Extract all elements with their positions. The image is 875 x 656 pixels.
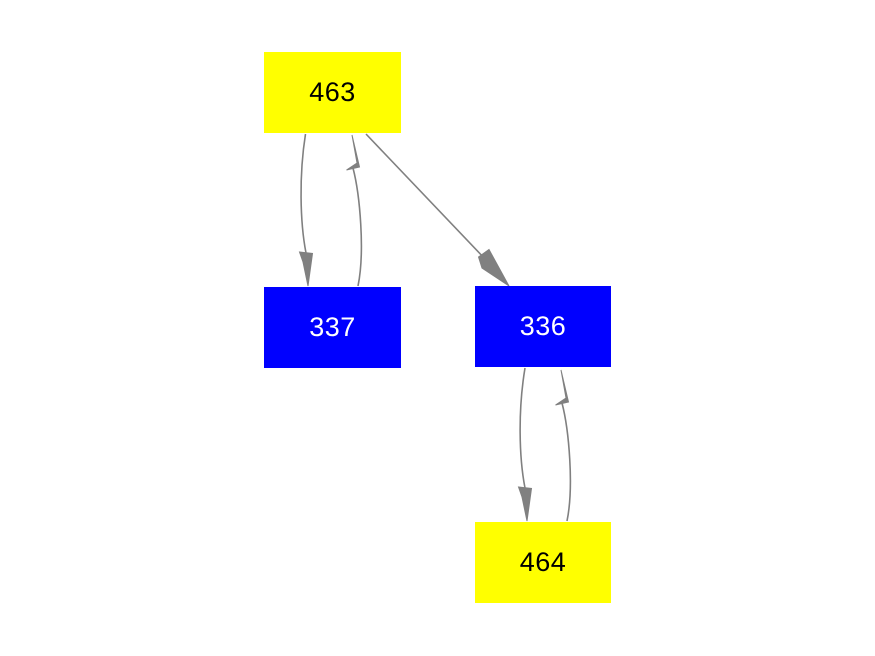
graph-node-336[interactable]: 336 — [475, 286, 611, 367]
graph-node-464[interactable]: 464 — [475, 522, 611, 603]
edge-463-to-336 — [365, 133, 510, 287]
edge-463-to-337 — [298, 133, 314, 287]
edge-464-to-336 — [555, 369, 572, 522]
graph-node-label: 336 — [519, 311, 567, 341]
edge-337-to-463 — [346, 134, 363, 287]
graph-node-label: 463 — [309, 77, 356, 107]
graph-node-label: 464 — [519, 547, 567, 577]
graph-node-463[interactable]: 463 — [264, 52, 401, 133]
graph-node-337[interactable]: 337 — [264, 287, 401, 368]
edge-336-to-464 — [517, 367, 533, 522]
graph-node-label: 337 — [309, 312, 356, 342]
